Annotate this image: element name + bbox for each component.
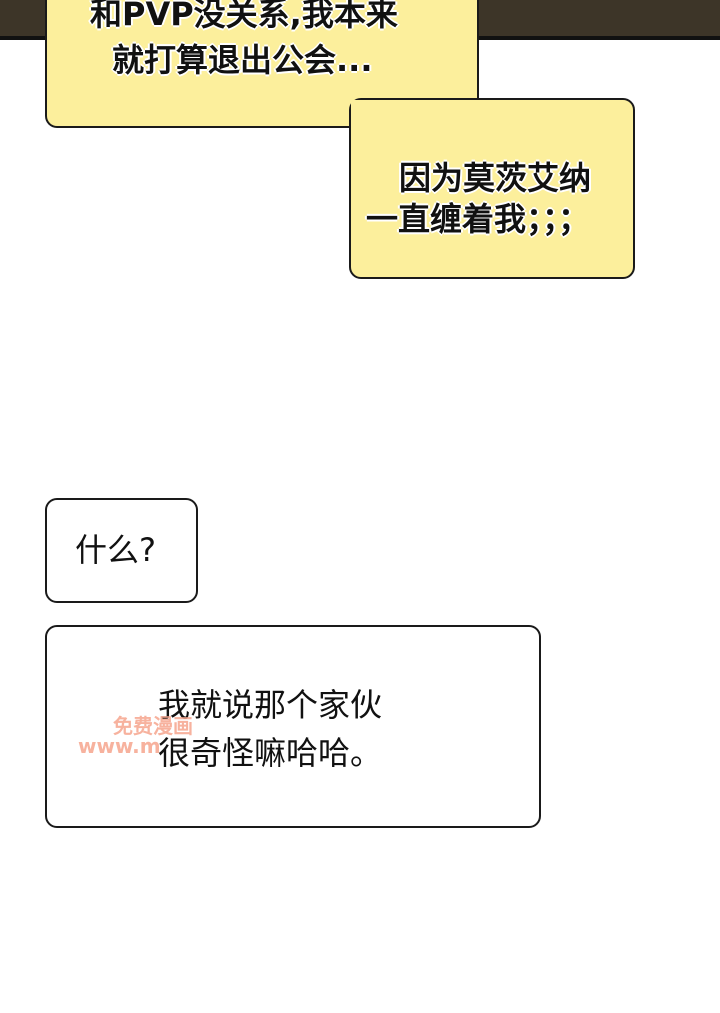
bubble-4-line-2: 很奇怪嘛哈哈。 <box>158 734 383 772</box>
bubble-2-line-1: 因为莫茨艾纳 <box>399 159 592 197</box>
bubble-2-line-2: 一直缠着我；；； <box>366 200 591 238</box>
bubble-join <box>351 100 477 126</box>
speech-bubble-4 <box>45 625 541 828</box>
watermark-line-2: www.m <box>78 734 161 758</box>
watermark-line-1: 免费漫画 <box>113 714 193 738</box>
bubble-3-line-1: 什么? <box>75 531 156 569</box>
bubble-4-line-1: 我就说那个家伙 <box>158 686 383 724</box>
bubble-1-line-1: 和PVP没关系,我本来 <box>90 0 398 33</box>
bubble-1-line-2: 就打算退出公会... <box>112 41 373 79</box>
speech-bubble-3 <box>45 498 198 603</box>
speech-bubble-2 <box>349 98 635 279</box>
